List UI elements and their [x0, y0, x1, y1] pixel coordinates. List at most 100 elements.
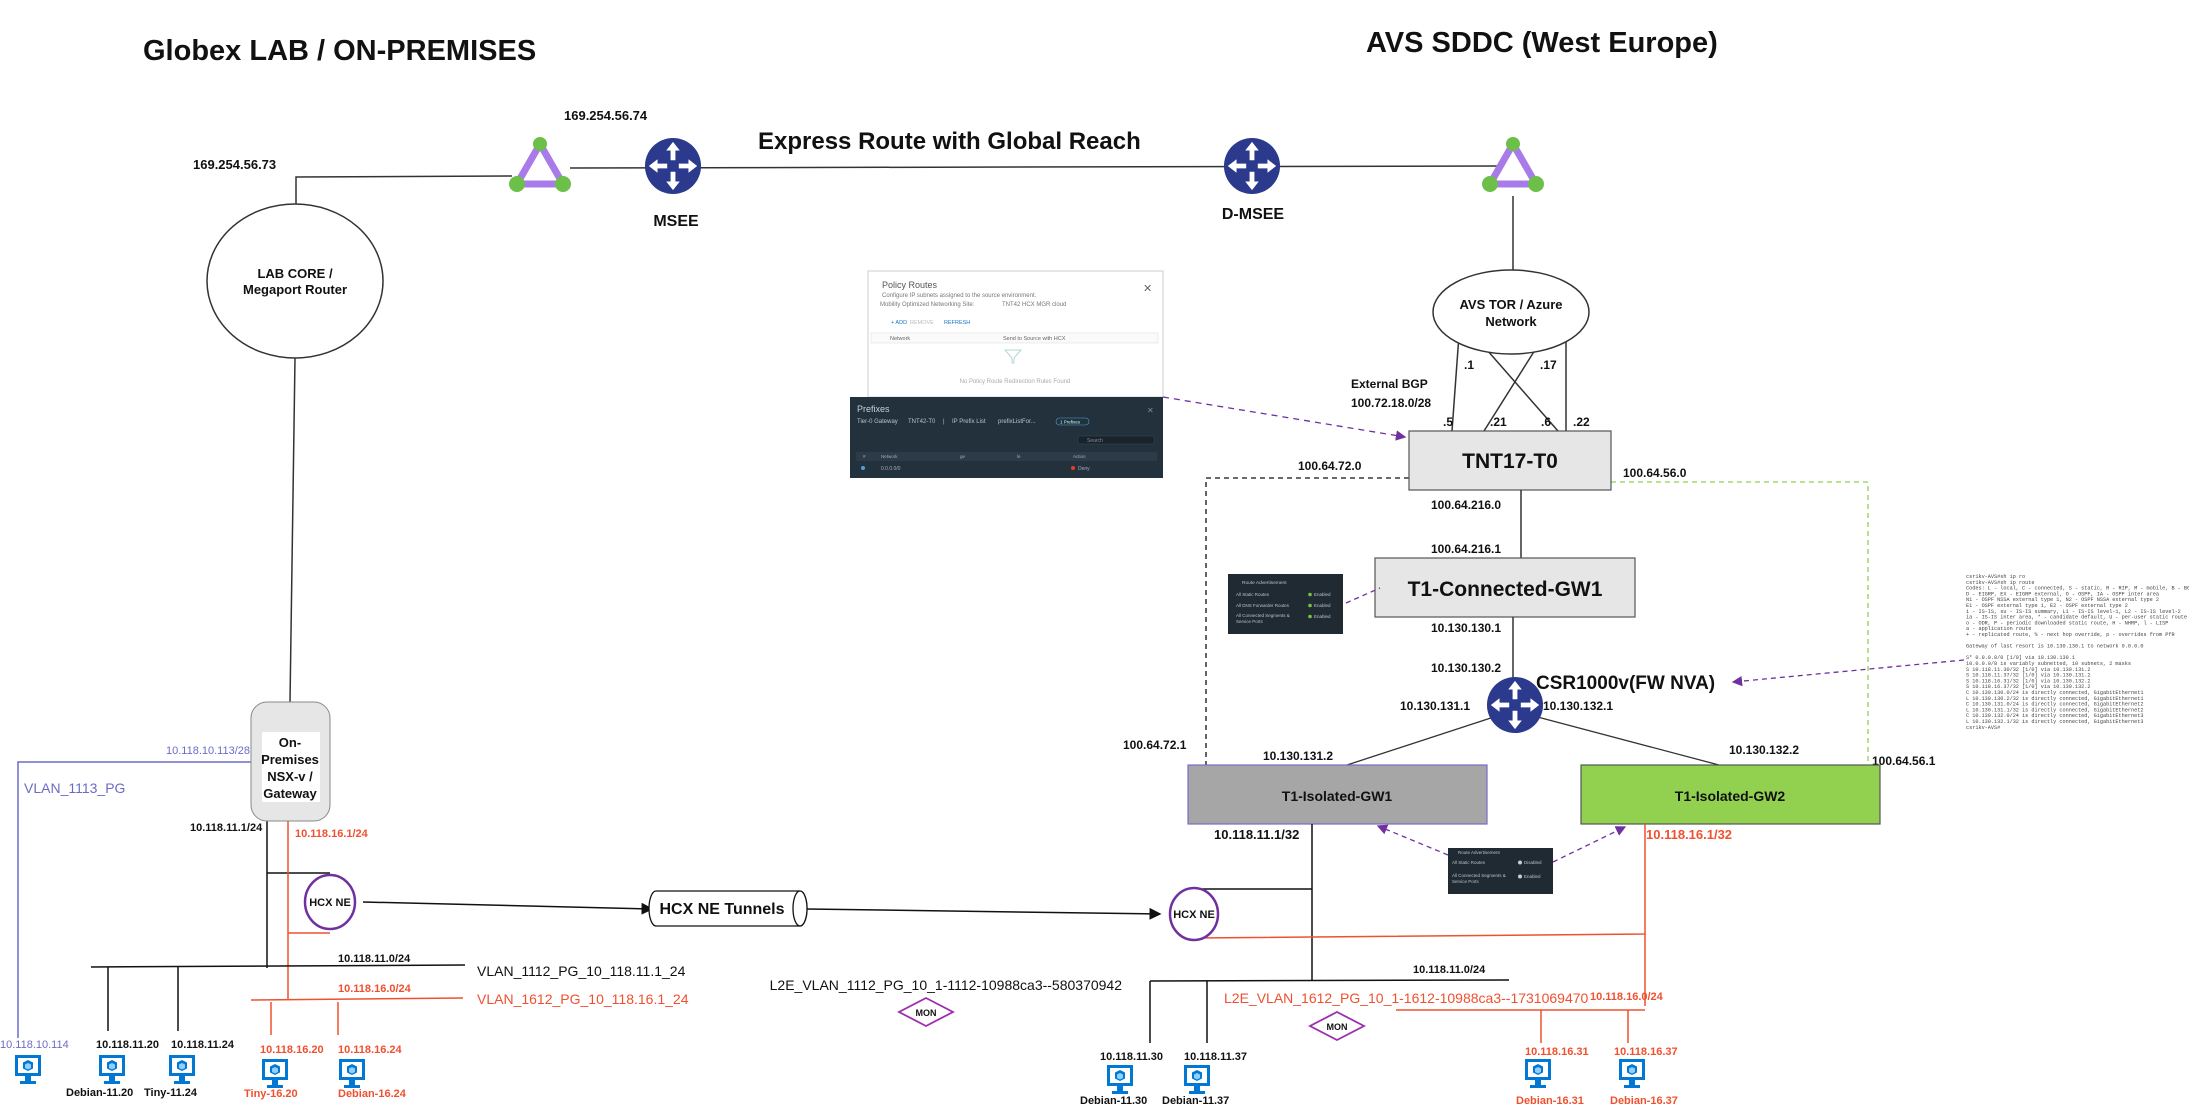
- t1-connected-gw1: [1374, 557, 1636, 618]
- ip-label: 100.64.56.0: [1623, 466, 1687, 480]
- avs-tor-label: Network: [1485, 314, 1537, 329]
- crumb: Tier-0 Gateway: [857, 419, 898, 425]
- vm-monitor-icon: [1184, 1065, 1210, 1094]
- l2e-segment-label: L2E_VLAN_1612_PG_10_1-1612-10988ca3--173…: [1224, 990, 1589, 1006]
- tor-links: [1451, 334, 1567, 432]
- cli-line: D - EIGRP, EX - EIGRP external, O - OSPF…: [1966, 591, 2159, 597]
- er-left-ip: 169.254.56.74: [564, 108, 648, 123]
- vlan-label: VLAN_1112_PG_10_118.11.1_24: [477, 963, 686, 979]
- route-advertisement-panel-1: Route Advertisement All Static Routes En…: [1228, 574, 1343, 634]
- site-label: Mobility Optimized Networking Site:: [880, 302, 975, 308]
- close-icon: ✕: [1147, 406, 1154, 415]
- gateway-label: Premises: [261, 752, 319, 767]
- ip-label: 10.118.16.0/24: [1590, 991, 1664, 1003]
- vm-ip: 10.118.16.20: [260, 1044, 324, 1056]
- tunnel-link: [806, 907, 1162, 920]
- ip-label: 10.118.10.113/28: [166, 745, 250, 757]
- csr-iso1-link: [1346, 714, 1501, 766]
- cli-line: ia - IS-IS inter area, * - candidate def…: [1966, 615, 2187, 621]
- cli-line: C 10.130.130.0/24 is directly connected,…: [1966, 690, 2143, 696]
- er-links: [289, 165, 1514, 703]
- cli-line: 10.0.0.0/8 is variably subnetted, 10 sub…: [1966, 661, 2131, 667]
- ip-label: .5: [1443, 415, 1453, 429]
- vm-name: Debian-16.37: [1610, 1095, 1678, 1107]
- ip-label: 100.64.72.1: [1123, 738, 1187, 752]
- ip-label: 10.118.16.0/24: [338, 983, 412, 995]
- vm-ip: 10.118.11.30: [1100, 1051, 1163, 1063]
- vm-name: Debian-16.24: [338, 1088, 407, 1100]
- prefixes-title: Prefixes: [857, 404, 890, 414]
- tnt17-t0-gateway: [1408, 430, 1612, 491]
- cli-line: csr1kv-AVS#sh ip ro: [1966, 574, 2025, 580]
- panel-title: Route Advertisement: [1458, 850, 1501, 855]
- express-route-label: Express Route with Global Reach: [758, 128, 1141, 155]
- cli-line: csr1kv-AVS#: [1966, 725, 2000, 731]
- ip-label: 10.130.132.2: [1729, 743, 1799, 757]
- policy-arrow: [1162, 396, 1407, 441]
- cli-line: i - IS-IS, su - IS-IS summary, L1 - IS-I…: [1966, 609, 2181, 615]
- row-state: Enabled: [1314, 614, 1331, 619]
- cli-line: N1 - OSPF NSSA external type 1, N2 - OSP…: [1966, 597, 2159, 603]
- hcx-ne-onprem: [303, 873, 357, 931]
- vm-monitor-icon: [1619, 1059, 1645, 1088]
- crumb: prefixListFor...: [998, 419, 1036, 425]
- cli-line: S 10.118.11.37/32 [1/0] via 10.130.131.2: [1966, 673, 2091, 679]
- ip-label: 10.130.131.1: [1400, 699, 1470, 713]
- onprem-title: Globex LAB / ON-PREMISES: [143, 35, 536, 67]
- cli-line: L 10.130.130.2/32 is directly connected,…: [1966, 696, 2143, 702]
- column-header: Network: [881, 454, 898, 459]
- ip-label: 10.130.130.2: [1431, 661, 1501, 675]
- ip-label: 10.118.11.0/24: [338, 953, 411, 965]
- ip-label: 100.64.216.0: [1431, 498, 1501, 512]
- policy-routes-screenshot: Policy Routes ✕ Configure IP subnets ass…: [867, 270, 1164, 398]
- row-label: All Connected Segments & Service Ports: [1236, 613, 1290, 624]
- vlan-label: VLAN_1612_PG_10_118.16.1_24: [477, 991, 689, 1007]
- hcx-ne-avs: [1168, 886, 1220, 942]
- tnt17-t0-label: TNT17-T0: [1462, 450, 1558, 473]
- avs-tor-node: [1432, 269, 1590, 355]
- close-icon: ✕: [1143, 283, 1152, 295]
- gateway-label: On-: [279, 735, 301, 750]
- t1-isolated-gw2: [1580, 764, 1881, 825]
- vlan-label: VLAN_1113_PG: [24, 780, 125, 796]
- cli-line: Gateway of last resort is 10.130.130.1 t…: [1966, 644, 2143, 650]
- vm-ip: 10.118.16.37: [1614, 1046, 1678, 1058]
- cli-line: S 10.118.16.31/32 [1/0] via 10.130.132.2: [1966, 678, 2091, 684]
- cli-line: C 10.130.131.0/24 is directly connected,…: [1966, 702, 2143, 708]
- vm-monitor-icon: [15, 1055, 41, 1084]
- route-adv2-arrow-right: [1552, 826, 1627, 863]
- vm-ip: 10.118.11.37: [1184, 1051, 1247, 1063]
- row-state: Enabled: [1524, 874, 1541, 879]
- add-button: + ADD: [891, 320, 907, 326]
- cli-line: L 10.130.132.1/32 is directly connected,…: [1966, 719, 2143, 725]
- prefix-count-badge: 1 Prefixes: [1060, 420, 1081, 425]
- csr-label: CSR1000v(FW NVA): [1536, 673, 1715, 694]
- column-header: Network: [890, 336, 910, 342]
- vm-monitor-icon: [339, 1059, 365, 1088]
- row-state: Enabled: [1314, 603, 1331, 608]
- vm-ip: 10.118.16.31: [1525, 1046, 1589, 1058]
- msee-router-icon: [644, 137, 702, 195]
- crumb: TNT42-T0: [908, 419, 936, 425]
- column-header: ge: [960, 454, 966, 459]
- cli-line: S 10.118.11.30/32 [1/0] via 10.130.131.2: [1966, 667, 2091, 673]
- vm-name: Debian-11.30: [1080, 1095, 1147, 1107]
- cli-line: a - application route: [1966, 626, 2031, 632]
- row-state: Enabled: [1314, 592, 1331, 597]
- cli-arrow: [1731, 659, 1965, 687]
- vm-monitor-icon: [1107, 1065, 1133, 1094]
- gateway-label: NSX-v /: [267, 769, 313, 784]
- cli-line: o - ODR, P - periodic downloaded static …: [1966, 620, 2168, 626]
- vm-monitor-icon: [99, 1055, 125, 1084]
- cli-line: csr1kv-AVS#sh ip route: [1966, 580, 2035, 586]
- row-label: All Static Routes: [1452, 860, 1486, 865]
- ip-label: 10.130.130.1: [1431, 621, 1501, 635]
